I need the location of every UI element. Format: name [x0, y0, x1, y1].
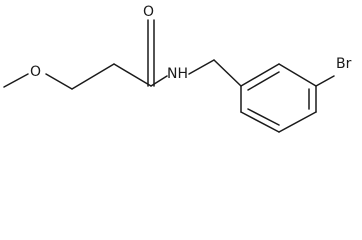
carbonyl-oxygen-label: O — [143, 4, 154, 20]
bond-ch2-ch2 — [71, 63, 115, 90]
ether-oxygen-label: O — [30, 64, 41, 80]
ring-inner-double-1 — [247, 71, 280, 91]
ring-bond-3 — [278, 111, 317, 133]
ring-inner-double-2 — [247, 108, 280, 126]
bond-ether-ch2 — [45, 73, 73, 90]
bond-benzyl-ring — [213, 59, 242, 87]
ring-bond-2 — [240, 111, 280, 133]
bond-methyl-ether — [3, 73, 29, 88]
bond-ring-bromine — [315, 75, 335, 87]
ring-bond-6 — [240, 63, 280, 87]
bromine-label: Br — [336, 56, 352, 72]
bond-nitrogen-benzyl — [188, 59, 215, 75]
bond-ch2-carbonyl — [113, 63, 152, 87]
ring-bond-5 — [278, 63, 317, 87]
amide-nitrogen-label: NH — [167, 66, 188, 82]
structure-diagram: O O NH Br — [3, 4, 352, 133]
bond-carbonyl-nitrogen — [150, 75, 168, 87]
